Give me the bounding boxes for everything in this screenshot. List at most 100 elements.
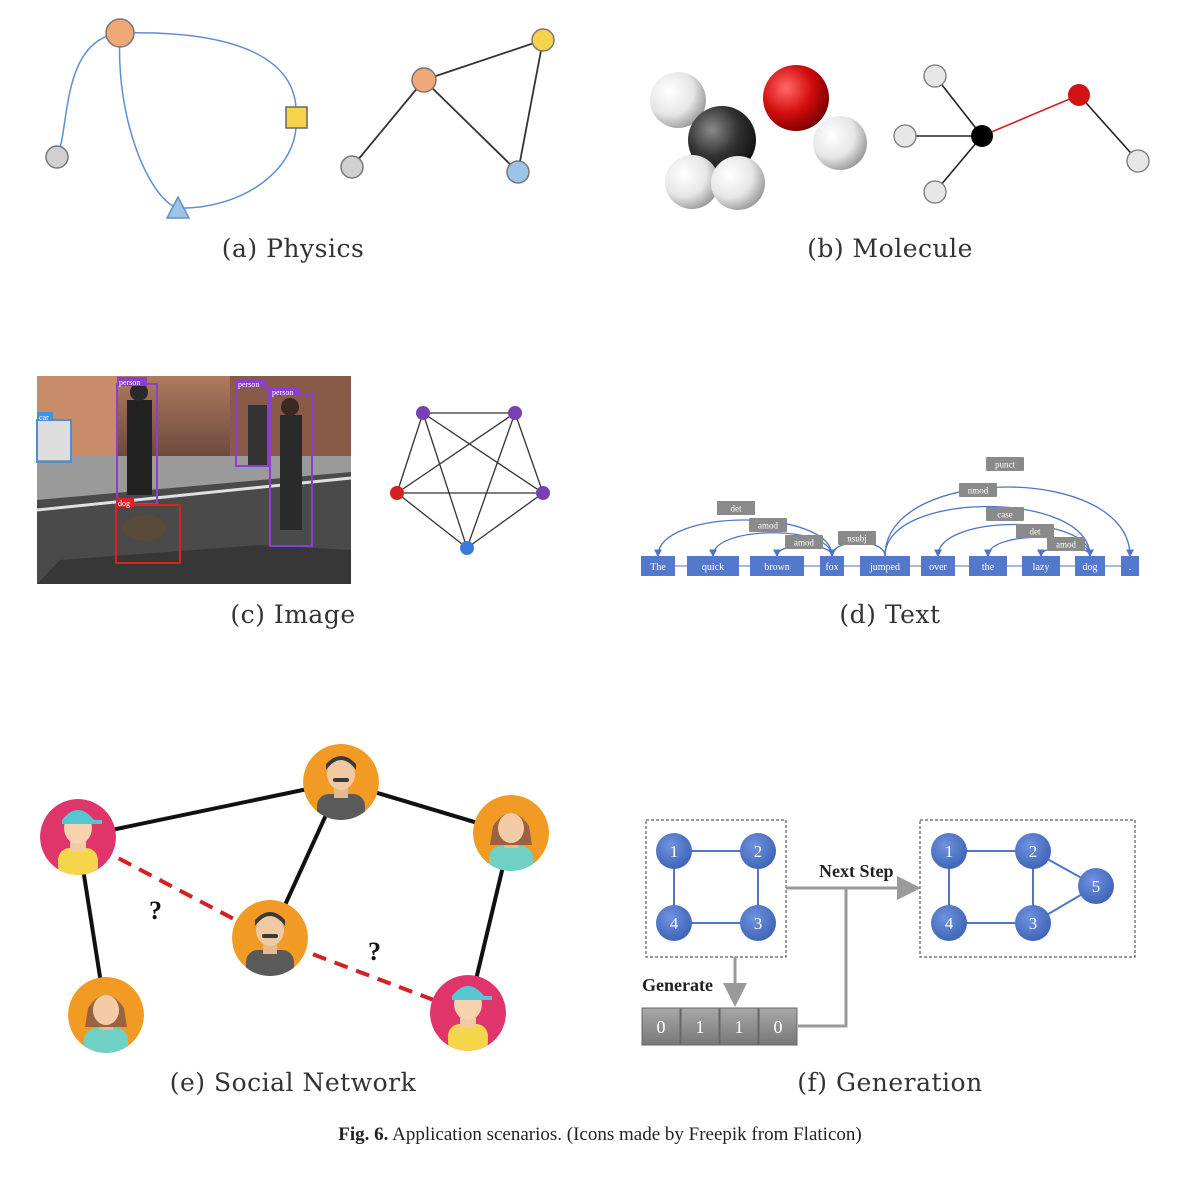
generate-label: Generate xyxy=(642,975,713,995)
caption-text: (d) Text xyxy=(839,600,941,629)
adjacency-vector-cell xyxy=(719,1007,759,1046)
physics-curve-edge xyxy=(56,32,121,158)
dependency-relation-label: case xyxy=(997,510,1013,520)
feedback-arrow xyxy=(798,888,848,1028)
physics-node-orange xyxy=(411,67,437,93)
dependency-relation-label: det xyxy=(1030,527,1041,537)
dependency-label-box xyxy=(986,457,1024,471)
physics-edge xyxy=(351,79,425,168)
graph-node xyxy=(740,833,776,869)
graph-node xyxy=(656,833,692,869)
dependency-word-text: the xyxy=(982,562,995,573)
dependency-relation-label: amod xyxy=(1056,540,1076,550)
dependency-word-token xyxy=(969,556,1007,576)
dependency-label-box xyxy=(1047,537,1085,551)
dependency-word-text: lazy xyxy=(1033,562,1050,573)
scene-node-red xyxy=(390,486,404,500)
detection-box-car xyxy=(36,419,72,463)
dependency-word-token xyxy=(687,556,739,576)
dependency-word-text: The xyxy=(650,562,666,573)
detection-label-person: person xyxy=(119,378,140,387)
panel-molecule: (b) Molecule xyxy=(600,0,1200,290)
dependency-relation-label: nsubj xyxy=(847,534,867,544)
dependency-word-text: . xyxy=(1129,562,1132,573)
dependency-arc xyxy=(884,486,1134,558)
dependency-label-box xyxy=(986,507,1024,521)
molecule-illustration xyxy=(650,64,1150,210)
scene-node-blue xyxy=(460,541,474,555)
dependency-label-box xyxy=(785,535,823,549)
adjacency-vector-value: 0 xyxy=(657,1017,666,1037)
graph-node-label: 3 xyxy=(1029,914,1038,933)
dependency-word-token xyxy=(1121,556,1139,576)
dependency-word-token xyxy=(641,556,675,576)
detection-label-person: person xyxy=(272,388,293,397)
physics-illustration xyxy=(45,18,555,219)
graph-node xyxy=(1015,905,1051,941)
panel-social-network: ? ? (e) Social Network xyxy=(0,720,600,1100)
caption-social-network: (e) Social Network xyxy=(169,1068,417,1097)
graph-node-label: 2 xyxy=(754,842,763,861)
physics-node-gray xyxy=(340,155,364,179)
dependency-word-token xyxy=(820,556,844,576)
physics-edge xyxy=(517,39,544,173)
dependency-relation-label: det xyxy=(731,504,742,514)
scene-graph xyxy=(396,412,544,549)
next-step-label: Next Step xyxy=(819,861,894,881)
scene-node-purple xyxy=(416,406,430,420)
physics-curve-edge xyxy=(119,32,297,209)
physics-edge xyxy=(423,39,544,81)
adjacency-vector-cell xyxy=(641,1007,681,1046)
adjacency-vector-value: 0 xyxy=(774,1017,783,1037)
physics-node-blue xyxy=(506,160,530,184)
panel-physics: (a) Physics xyxy=(0,0,600,290)
detection-label-person: person xyxy=(238,380,259,389)
graph-node-label: 1 xyxy=(945,842,954,861)
dependency-arc xyxy=(709,532,833,558)
physics-curve-edge xyxy=(118,32,179,209)
dependency-word-text: brown xyxy=(764,562,790,573)
avatar-girl xyxy=(473,795,549,871)
graph-node-label: 4 xyxy=(945,914,954,933)
molecule-node-gray xyxy=(893,124,917,148)
adjacency-vector-value: 1 xyxy=(696,1017,705,1037)
molecule-bond xyxy=(934,135,983,193)
graph-node xyxy=(656,905,692,941)
molecule-node-black xyxy=(971,125,993,147)
caption-image: (c) Image xyxy=(230,600,356,629)
caption-physics: (a) Physics xyxy=(221,234,365,263)
molecule-oxygen-atom xyxy=(763,65,829,131)
molecule-bond xyxy=(934,75,983,137)
social-network-illustration: ? ? xyxy=(40,744,549,1053)
molecule-hydrogen-atom xyxy=(665,155,719,209)
dependency-label-box xyxy=(959,483,997,497)
detection-label-dog: dog xyxy=(118,499,130,508)
dependency-relation-label: punct xyxy=(995,460,1015,470)
dependency-label-box xyxy=(749,518,787,532)
image-illustration: car person person person dog xyxy=(36,376,550,584)
physics-edge xyxy=(423,79,519,173)
molecule-node-red xyxy=(1068,84,1090,106)
avatar-man-mustache xyxy=(303,744,379,820)
figure-caption: Fig. 6. Application scenarios. (Icons ma… xyxy=(0,1124,1200,1146)
molecule-bond xyxy=(1078,94,1139,162)
adjacency-vector-value: 1 xyxy=(735,1017,744,1037)
graph-node xyxy=(931,905,967,941)
dependency-word-text: jumped xyxy=(869,562,900,573)
molecule-hydrogen-atom xyxy=(650,72,706,128)
avatar-man-mustache xyxy=(232,900,308,976)
scene-node-purple xyxy=(508,406,522,420)
molecule-node-gray xyxy=(1126,149,1150,173)
molecule-node-gray xyxy=(923,64,947,88)
graph-node-label: 4 xyxy=(670,914,679,933)
dependency-arc xyxy=(884,505,1094,558)
caption-molecule: (b) Molecule xyxy=(807,234,973,263)
dependency-word-text: fox xyxy=(825,562,838,573)
graph-node-label: 3 xyxy=(754,914,763,933)
dependency-label-box xyxy=(1016,524,1054,538)
scene-node-purple xyxy=(536,486,550,500)
caption-generation: (f) Generation xyxy=(797,1068,983,1097)
dependency-relation-label: amod xyxy=(794,538,814,548)
molecule-node-gray xyxy=(923,180,947,204)
